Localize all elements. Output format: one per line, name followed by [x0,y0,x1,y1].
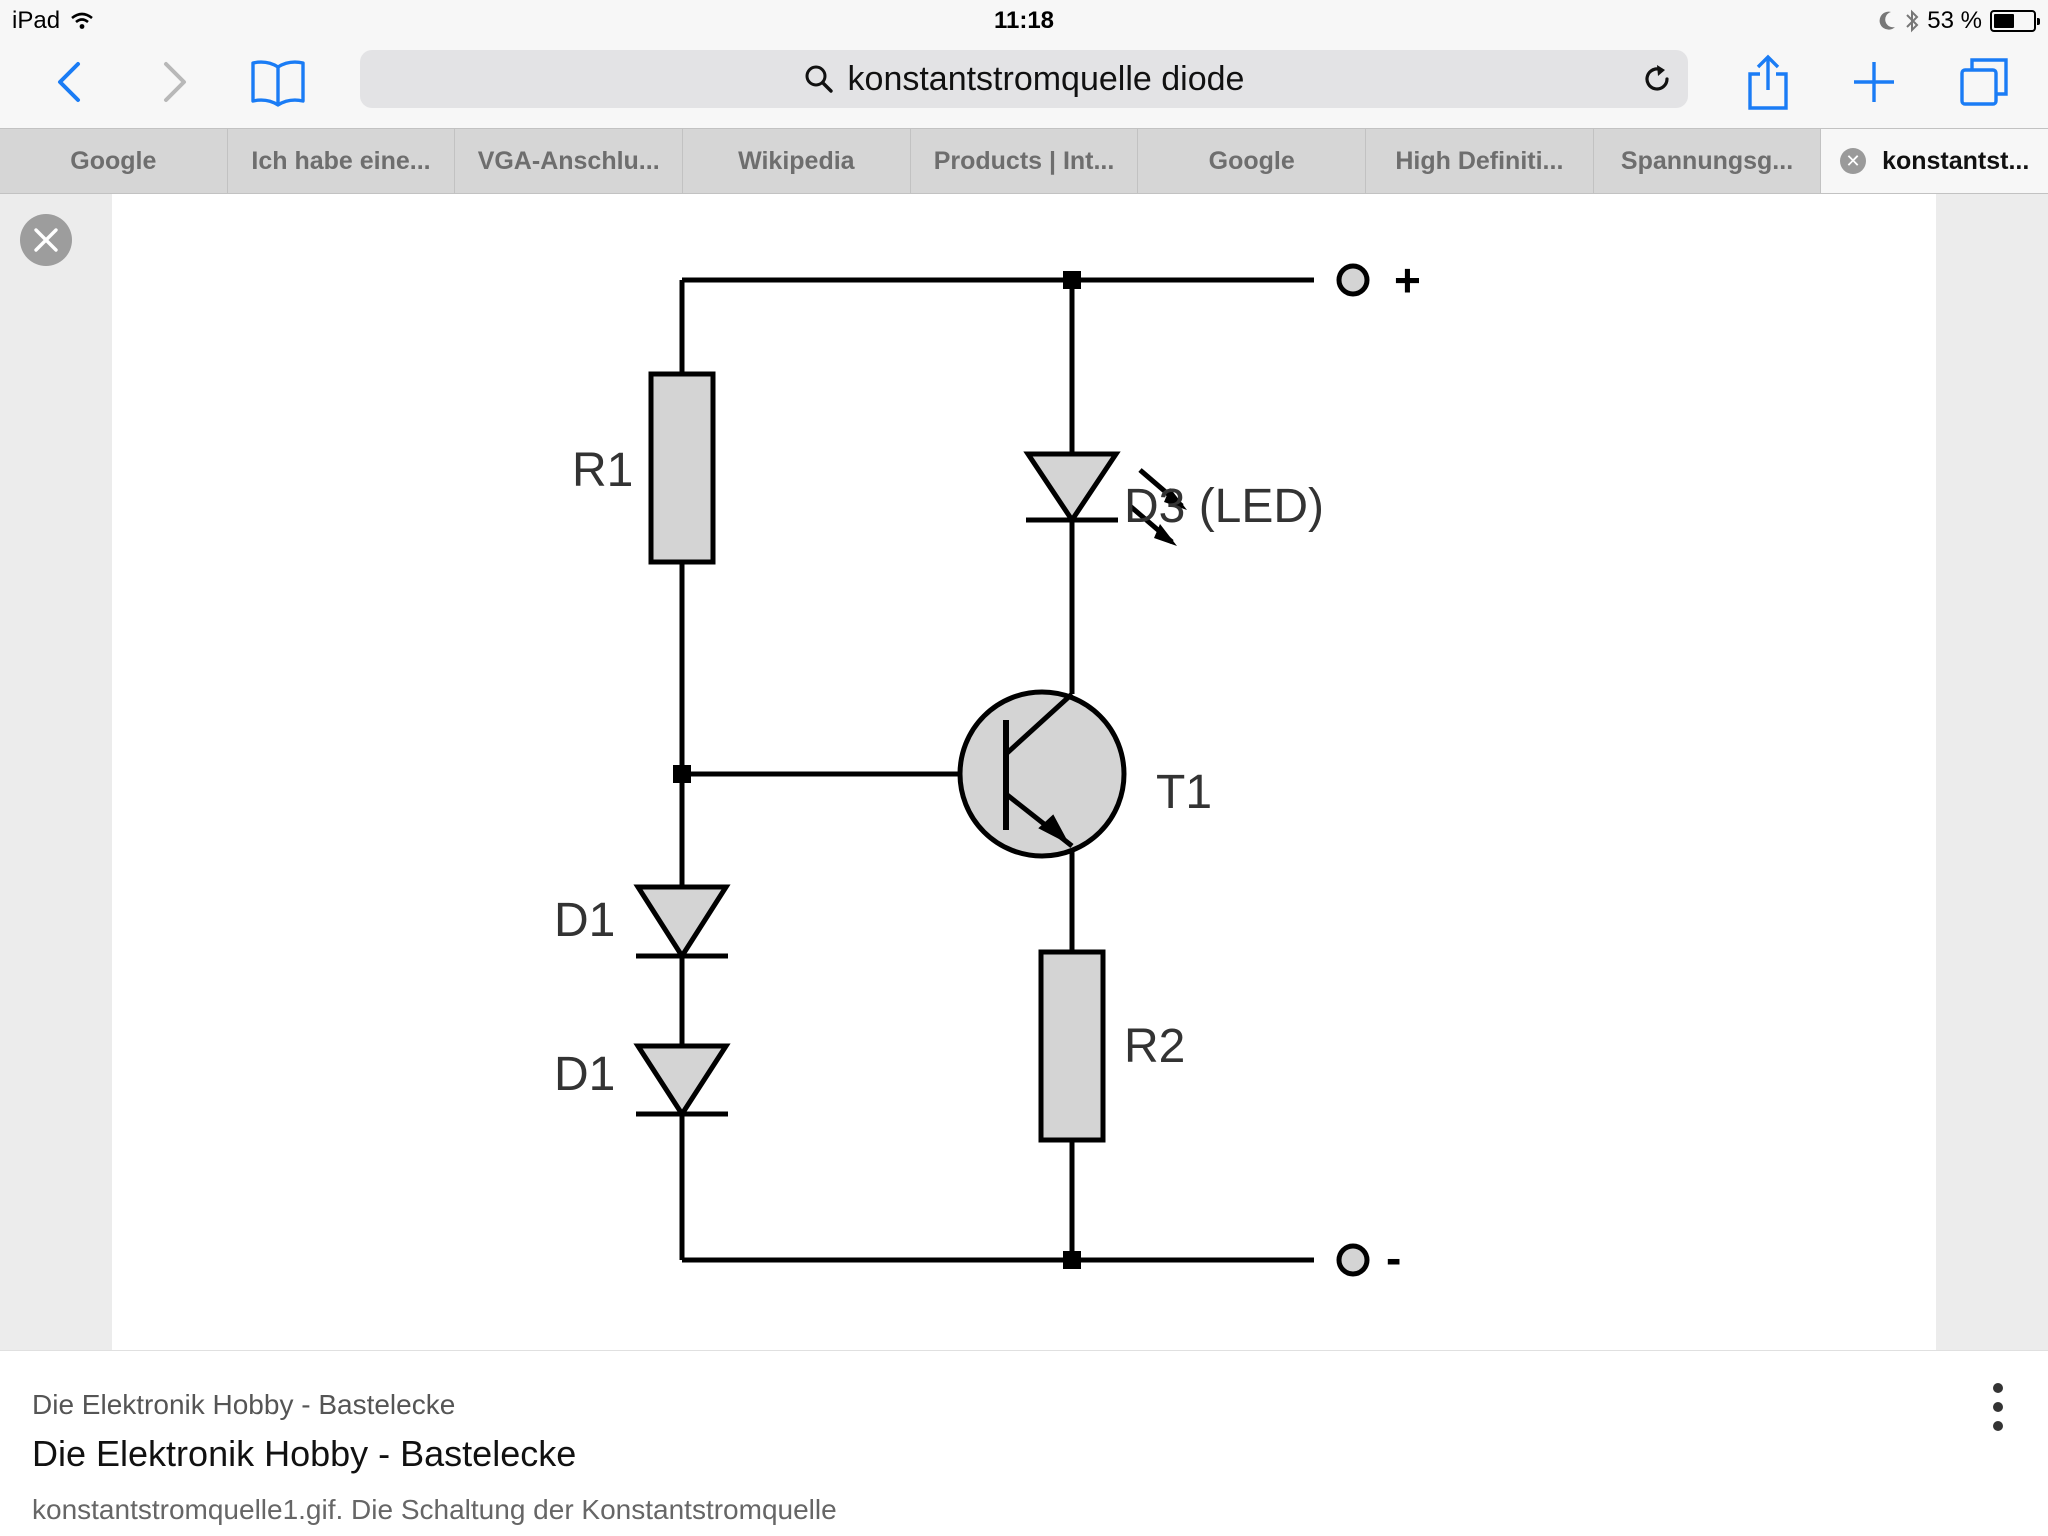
label-d1-top: D1 [554,894,615,947]
tabs-button[interactable] [1952,50,2016,114]
more-dot [1993,1402,2003,1412]
reload-icon[interactable] [1640,62,1674,96]
label-r1: R1 [572,444,633,497]
tab-close-icon[interactable]: ✕ [1840,148,1867,174]
junction-dot [673,765,691,783]
status-right: 53 % [1877,7,2040,35]
image-viewer: R1 D3 (LED) T1 D1 D1 R2 + - [0,194,2048,1350]
plus-terminal [1336,263,1370,297]
new-tab-button[interactable] [1842,50,1906,114]
tab-konstantstrom-active[interactable]: ✕ konstantst... [1821,129,2048,193]
more-dot [1993,1383,2003,1393]
tab-high-definition[interactable]: High Definiti... [1366,129,1594,193]
tab-products[interactable]: Products | Int... [911,129,1139,193]
share-icon [1748,54,1788,110]
schematic-image[interactable]: R1 D3 (LED) T1 D1 D1 R2 + - [112,194,1936,1350]
led-d3 [1023,451,1187,546]
label-minus: - [1386,1232,1401,1284]
resistor-r2 [1038,949,1106,1143]
tab-label: VGA-Anschlu... [477,146,660,175]
circuit-schematic: R1 D3 (LED) T1 D1 D1 R2 + - [554,254,1421,1284]
status-bar: iPad 11:18 53 % [0,0,2048,40]
battery-percent: 53 % [1927,7,1982,34]
diode-d1-top [633,884,731,961]
forward-button[interactable] [142,50,206,114]
tab-vga-anschluss[interactable]: VGA-Anschlu... [455,129,684,193]
image-caption: Die Elektronik Hobby - Bastelecke Die El… [0,1350,2048,1536]
battery-icon [1990,10,2040,32]
back-button[interactable] [38,50,102,114]
address-bar[interactable]: konstantstromquelle diode [360,50,1688,108]
label-d3: D3 (LED) [1124,480,1324,533]
tab-ich-habe-eine[interactable]: Ich habe eine... [228,129,456,193]
tabs-icon [1960,58,2008,106]
more-options-icon[interactable] [1984,1377,2012,1437]
plus-icon [1854,62,1894,102]
tab-spannungsg[interactable]: Spannungsg... [1594,129,1822,193]
status-time: 11:18 [993,7,1055,34]
label-r2: R2 [1124,1020,1185,1073]
battery-fill [1994,14,2015,28]
caption-description: konstantstromquelle1.gif. Die Schaltung … [32,1494,837,1525]
moon-icon [1879,11,1896,30]
device-name: iPad [12,7,61,34]
chevron-right-icon [164,62,186,102]
close-icon [34,228,58,252]
url-text: konstantstromquelle diode [847,59,1245,98]
label-d1-bottom: D1 [554,1048,615,1101]
bookmarks-button[interactable] [246,50,310,114]
minus-terminal [1336,1243,1370,1277]
book-icon [251,60,305,107]
tab-label: Google [1208,146,1295,175]
label-plus: + [1394,254,1421,306]
tab-label: Wikipedia [738,146,855,175]
tab-google-1[interactable]: Google [0,129,228,193]
address-content: konstantstromquelle diode [360,50,1688,108]
tab-label: Ich habe eine... [251,146,431,175]
caption-source[interactable]: Die Elektronik Hobby - Bastelecke [32,1389,456,1420]
tab-google-2[interactable]: Google [1138,129,1367,193]
more-dot [1993,1421,2003,1431]
tab-label: Products | Int... [933,146,1115,175]
share-button[interactable] [1736,50,1800,114]
transistor-t1 [957,689,1127,859]
bluetooth-icon [1906,9,1919,33]
wifi-icon [71,12,93,29]
chevron-left-icon [58,62,80,102]
caption-title[interactable]: Die Elektronik Hobby - Bastelecke [32,1433,577,1474]
tab-wikipedia[interactable]: Wikipedia [683,129,911,193]
diode-d1-bottom [633,1043,731,1119]
junction-dot [1063,1251,1081,1269]
status-left: iPad [12,7,94,35]
tab-strip: Google Ich habe eine... VGA-Anschlu... W… [0,128,2048,194]
wires [679,277,1314,1263]
browser-toolbar: konstantstromquelle diode [0,40,2048,128]
tab-label: High Definiti... [1395,146,1564,175]
close-viewer-button[interactable] [20,214,72,266]
tab-label: Spannungsg... [1620,146,1794,175]
search-icon [805,65,833,93]
tab-label: konstantst... [1882,146,2030,175]
label-t1: T1 [1156,766,1212,819]
tab-label: Google [70,146,157,175]
resistor-r1 [648,371,716,565]
junction-dot [1063,271,1081,289]
